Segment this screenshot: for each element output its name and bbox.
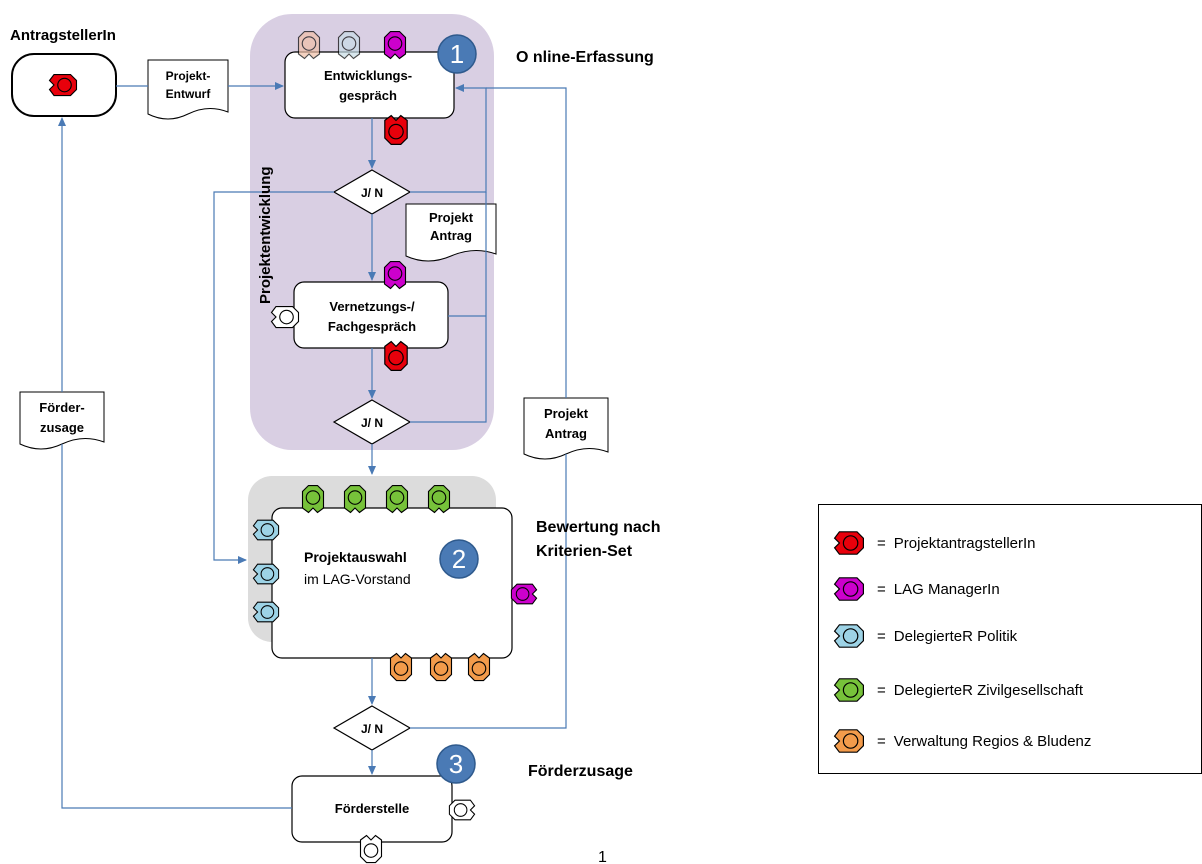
legend-label: Verwaltung Regios & Bludenz (893, 732, 1092, 750)
document-antrag-inner-line2: Antrag (430, 228, 472, 243)
person-icon (833, 624, 865, 648)
arrow-foerderstelle-applicant (61, 444, 292, 809)
legend-equals: = (877, 732, 886, 750)
person-icon-civil-2 (343, 484, 367, 514)
entwicklungsgespraech-box (284, 51, 455, 119)
entwicklung-line1: Entwicklungs- (324, 68, 412, 83)
person-icon-lag-manager-1 (383, 30, 407, 60)
loop-jn1-entwicklung (410, 84, 487, 193)
legend-equals: = (877, 627, 886, 645)
label-bewertung-line2: Kriterien-Set (536, 543, 633, 560)
badge-2-text: 2 (452, 544, 466, 574)
label-bewertung-line1: Bewertung nach (536, 519, 660, 536)
person-icon-verwaltung-2 (429, 652, 453, 682)
document-foerder-line2: zusage (40, 420, 84, 435)
person-icon-foerderstelle-2 (359, 834, 383, 864)
badge-1: 1 (437, 34, 477, 74)
document-antrag-outer-line1: Projekt (544, 406, 589, 421)
legend-item-projektantragsteller: = ProjektantragstellerIn (833, 526, 1036, 560)
legend-item-politik: = DelegierteR Politik (833, 619, 1017, 653)
legend-equals: = (877, 534, 886, 552)
person-icon-applicant-3 (384, 341, 408, 371)
badge-3: 3 (436, 744, 476, 784)
jn-label-3: J/ N (361, 722, 383, 736)
loop-jn3-online (410, 454, 567, 729)
legend-item-zivilgesellschaft: = DelegierteR Zivilgesellschaft (833, 673, 1083, 707)
legend-label: DelegierteR Politik (893, 627, 1018, 645)
vernetzung-line1: Vernetzungs-/ (329, 299, 415, 314)
person-icon (833, 729, 865, 753)
person-icon-civil-1 (301, 484, 325, 514)
person-icon (833, 531, 865, 555)
legend-item-verwaltung: = Verwaltung Regios & Bludenz (833, 724, 1091, 758)
document-foerderzusage (19, 391, 105, 450)
label-projektentwicklung: Projektentwicklung (257, 166, 274, 304)
vernetzung-line2: Fachgespräch (328, 319, 416, 334)
document-projekt-entwurf (147, 59, 229, 120)
person-icon (833, 577, 865, 601)
document-projekt-antrag-inner (405, 203, 497, 262)
legend-label: ProjektantragstellerIn (893, 534, 1036, 552)
jn-label-2: J/ N (361, 416, 383, 430)
label-projektauswahl: Projektauswahl (304, 549, 407, 565)
person-icon-faded-2 (337, 30, 361, 60)
document-antrag-inner-line1: Projekt (429, 210, 474, 225)
person-icon-applicant-2 (384, 114, 408, 145)
document-antrag-outer-line2: Antrag (545, 426, 587, 441)
loop-antrag-online (486, 87, 567, 398)
legend-equals: = (877, 681, 886, 699)
label-lag-vorstand: im LAG-Vorstand (304, 571, 411, 587)
person-icon-foerderstelle-1 (448, 799, 476, 821)
label-online-erfassung: O nline-Erfassung (516, 49, 654, 66)
vernetzungs-box (293, 281, 449, 349)
person-icon-politik-2 (252, 563, 280, 585)
entwicklung-line2: gespräch (339, 88, 397, 103)
person-icon-civil-4 (427, 484, 451, 514)
document-projekt-antrag-outer (523, 397, 609, 460)
jn-label-1: J/ N (361, 186, 383, 200)
person-icon-verwaltung-1 (389, 652, 413, 682)
legend-equals: = (877, 580, 886, 598)
person-icon (833, 678, 865, 702)
legend-label: DelegierteR Zivilgesellschaft (893, 681, 1084, 699)
person-icon-politik-1 (252, 519, 280, 541)
badge-1-text: 1 (450, 39, 464, 69)
badge-3-text: 3 (449, 749, 463, 779)
page-number: 1 (598, 849, 607, 864)
legend: = ProjektantragstellerIn = LAG ManagerIn… (818, 504, 1202, 774)
person-icon-verwaltung-3 (467, 652, 491, 682)
document-entwurf-line2: Entwurf (166, 87, 212, 101)
label-foerderzusage: Förderzusage (528, 763, 633, 780)
document-entwurf-line1: Projekt- (166, 69, 211, 83)
arrow-jn1-projektauswahl (213, 191, 334, 564)
loop-jn2-entwicklung (410, 192, 487, 423)
person-icon-civil-3 (385, 484, 409, 514)
badge-2: 2 (439, 539, 479, 579)
document-foerder-line1: Förder- (39, 400, 85, 415)
label-antragsteller: AntragstellerIn (10, 27, 116, 44)
label-foerderstelle: Förderstelle (335, 801, 409, 816)
person-icon-lag-manager-3 (510, 583, 538, 605)
person-icon-external-1 (270, 305, 300, 329)
person-icon-faded-1 (297, 30, 321, 60)
person-icon-politik-3 (252, 601, 280, 623)
legend-item-lag-manager: = LAG ManagerIn (833, 572, 1000, 606)
person-icon-applicant (48, 73, 78, 97)
person-icon-lag-manager-2 (383, 260, 407, 290)
legend-label: LAG ManagerIn (893, 580, 1000, 598)
